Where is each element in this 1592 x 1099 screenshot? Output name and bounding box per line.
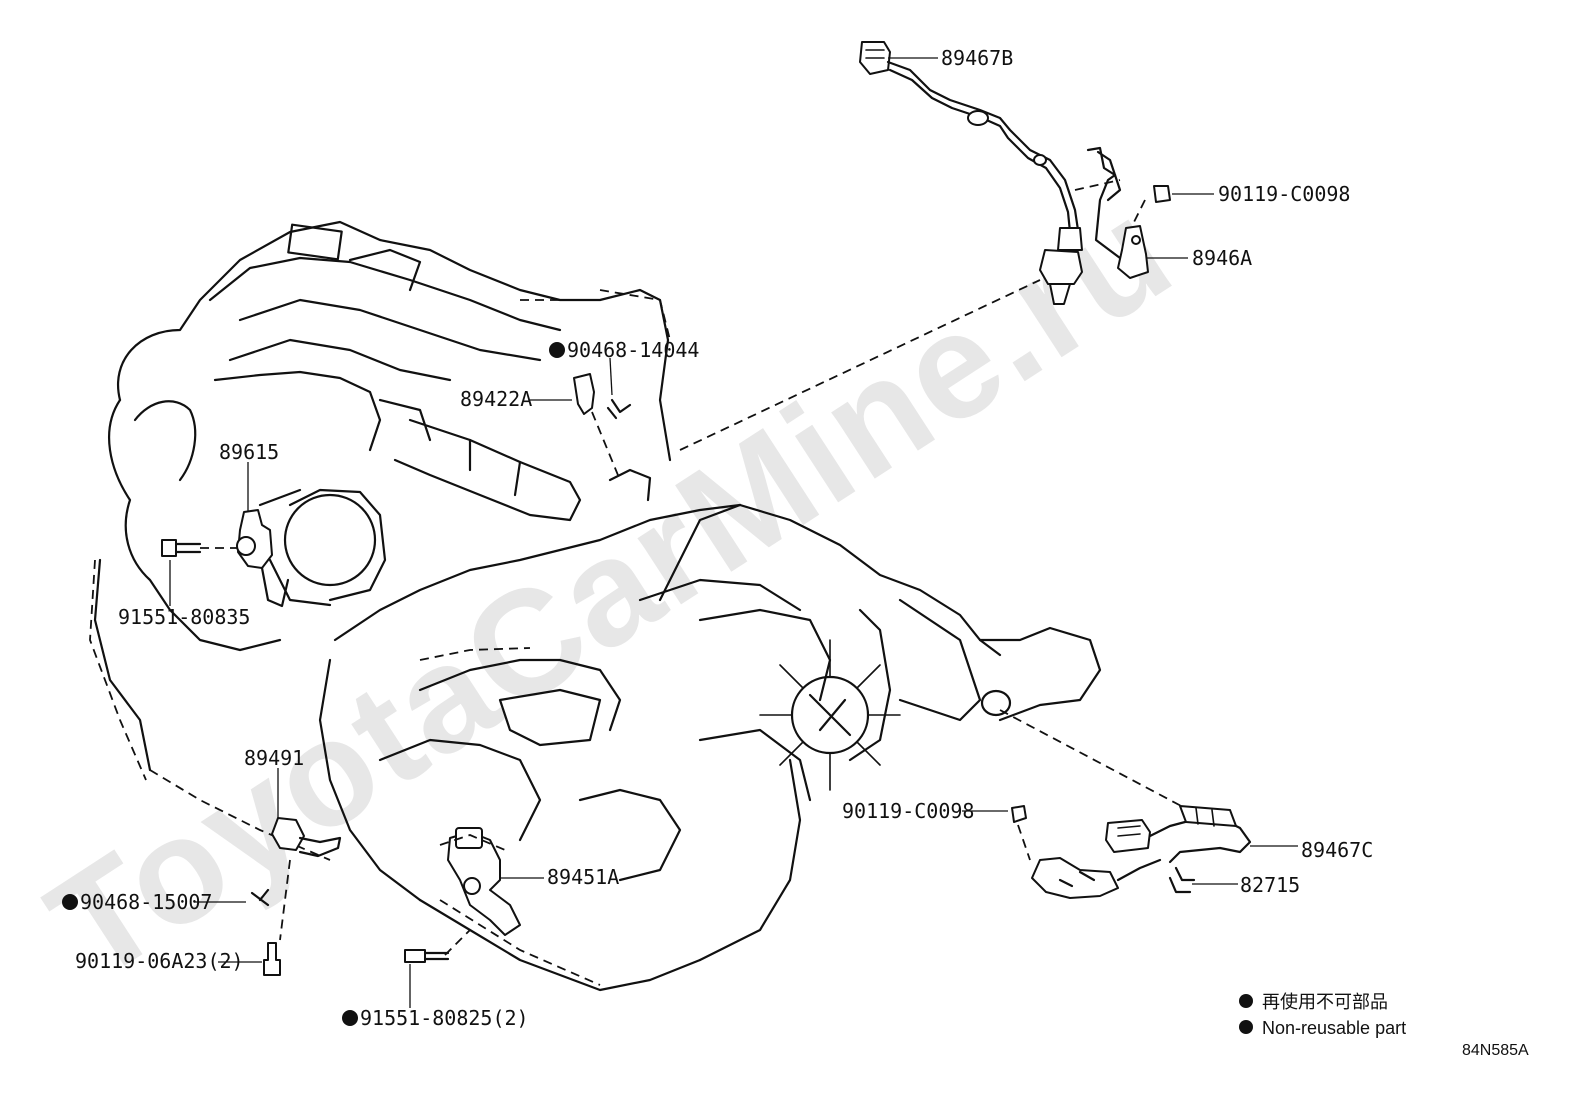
label-89451A: 89451A bbox=[547, 865, 619, 889]
label-90119-C0098-mid: 90119-C0098 bbox=[842, 799, 974, 823]
label-82715: 82715 bbox=[1240, 873, 1300, 897]
diagram-code: 84N585A bbox=[1462, 1042, 1529, 1059]
engine-assembly bbox=[89, 220, 672, 781]
label-91551-80825: 91551-80825(2) bbox=[360, 1006, 529, 1030]
legend-text-en: Non-reusable part bbox=[1262, 1018, 1406, 1038]
legend-text-cn: 再使用不可部品 bbox=[1262, 992, 1388, 1012]
label-90468-14044: 90468-14044 bbox=[567, 338, 699, 362]
label-90119-C0098-top: 90119-C0098 bbox=[1218, 182, 1350, 206]
legend-marker bbox=[1239, 1020, 1253, 1034]
transaxle-assembly bbox=[149, 179, 1186, 992]
non-reusable-marker bbox=[342, 1010, 358, 1026]
non-reusable-marker bbox=[549, 342, 565, 358]
label-91551-80835: 91551-80835 bbox=[118, 605, 250, 629]
label-89491: 89491 bbox=[244, 746, 304, 770]
oxygen-sensor-89467B bbox=[859, 41, 1083, 305]
label-89422A: 89422A bbox=[460, 387, 532, 411]
label-8946A: 8946A bbox=[1192, 246, 1252, 270]
oxygen-sensor-89467C bbox=[1011, 805, 1252, 899]
label-89615: 89615 bbox=[219, 440, 279, 464]
non-reusable-marker bbox=[62, 894, 78, 910]
label-89467C: 89467C bbox=[1301, 838, 1373, 862]
sensor-89422A bbox=[573, 373, 652, 502]
legend-marker bbox=[1239, 994, 1253, 1008]
label-90468-15007: 90468-15007 bbox=[80, 890, 212, 914]
label-90119-06A23: 90119-06A23(2) bbox=[75, 949, 244, 973]
legend: 再使用不可部品 Non-reusable part bbox=[1239, 992, 1406, 1038]
label-89467B: 89467B bbox=[941, 46, 1013, 70]
callout-labels: 89467B 90119-C0098 8946A 90468-14044 894… bbox=[62, 46, 1373, 1030]
bracket-8946A bbox=[1086, 146, 1171, 279]
leader-lines bbox=[169, 57, 1298, 1008]
